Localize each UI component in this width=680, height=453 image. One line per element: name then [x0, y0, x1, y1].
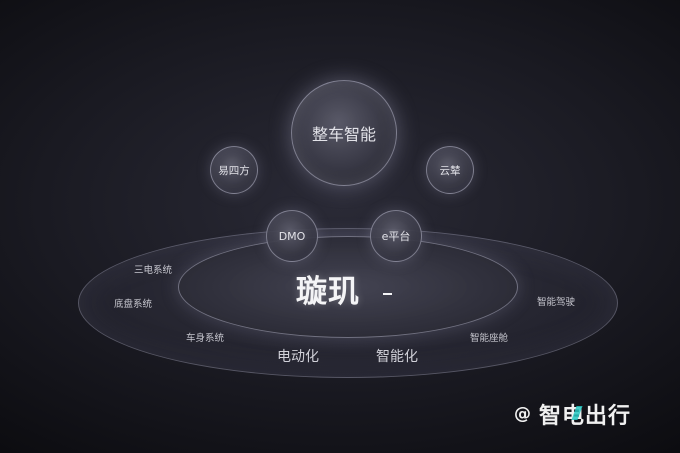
bubble-yisifang: 易四方 — [210, 146, 258, 194]
label-smart-cockpit: 智能座舱 — [470, 333, 509, 344]
bubble-yunnian: 云辇 — [426, 146, 474, 194]
watermark-at: @ — [514, 404, 531, 424]
bubble-dmo-label: DMO — [278, 229, 306, 243]
bubble-e-platform: e平台 — [370, 210, 422, 262]
watermark: @ 智电出行 — [514, 400, 632, 429]
label-three-electric-system: 三电系统 — [134, 265, 173, 276]
inner-ring — [178, 236, 518, 338]
bubble-vehicle-intelligence-label: 整车智能 — [311, 125, 376, 144]
bubble-yunnian-label: 云辇 — [439, 164, 461, 177]
xuanji-logo-mark — [383, 293, 392, 295]
bubble-yisifang-label: 易四方 — [218, 164, 250, 177]
xuanji-logo: 璇玑 — [296, 274, 360, 310]
label-chassis-system: 底盘系统 — [114, 299, 153, 310]
bubble-e-platform-label: e平台 — [381, 230, 411, 243]
label-electrification: 电动化 — [277, 349, 319, 365]
bubble-dmo: DMO — [266, 210, 318, 262]
watermark-text: 智电出行 — [539, 404, 632, 429]
label-intelligence: 智能化 — [376, 349, 418, 365]
label-smart-driving: 智能驾驶 — [537, 297, 576, 308]
label-body-system: 车身系统 — [186, 333, 225, 344]
bubble-vehicle-intelligence: 整车智能 — [291, 80, 397, 186]
